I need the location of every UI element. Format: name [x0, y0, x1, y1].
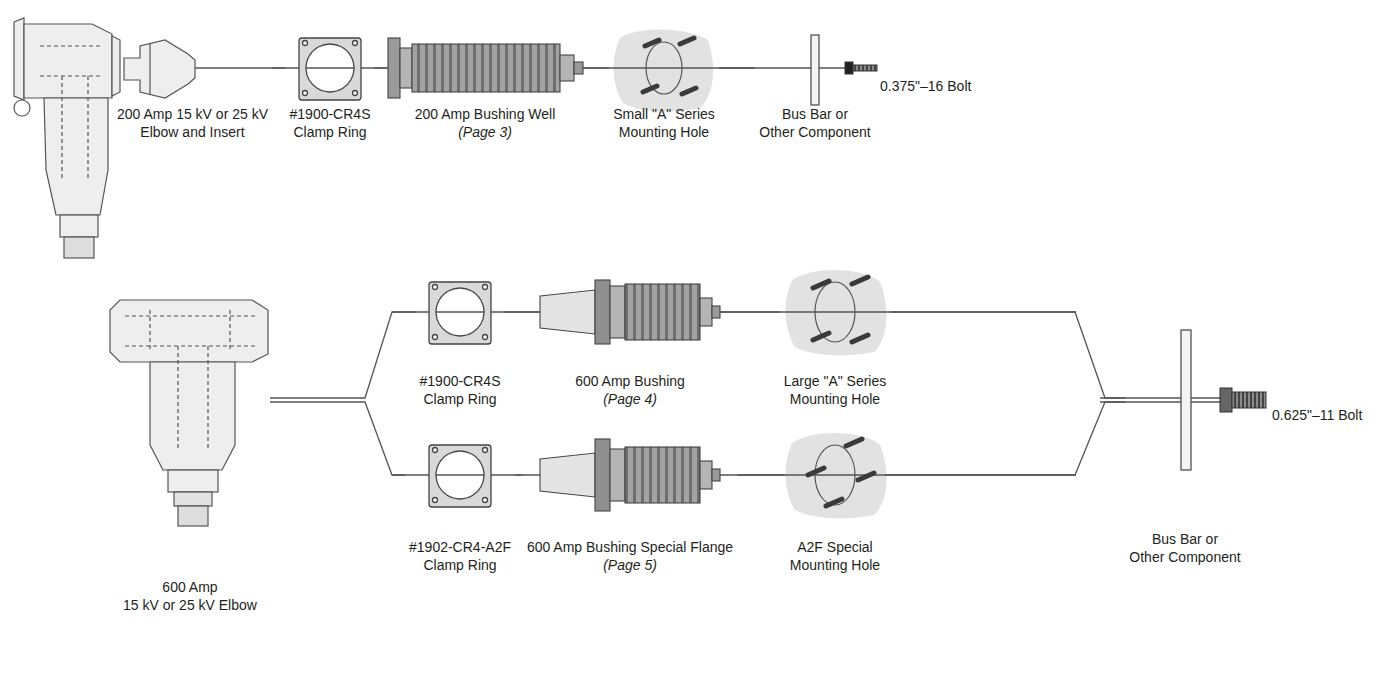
component-node: 600 Amp 15 kV or 25 kV Elbow: [110, 285, 270, 614]
bushing-600a: [540, 280, 720, 344]
component-caption: Small "A" Series Mounting Hole: [613, 105, 715, 141]
component-node: Large "A" Series Mounting Hole: [780, 275, 891, 408]
component-caption: #1900-CR4S Clamp Ring: [290, 105, 371, 141]
insert: [124, 40, 195, 98]
bolt-size-label: 0.625"–11 Bolt: [1272, 406, 1362, 424]
elbow-connector-600a: [110, 300, 268, 526]
component-node: 600 Amp Bushing Special Flange(Page 5): [523, 438, 738, 574]
component-node: 600 Amp Bushing(Page 4): [539, 278, 721, 408]
component-node: #1902-CR4-A2F Clamp Ring: [405, 442, 515, 574]
connector-line: [719, 67, 755, 68]
component-caption: Bus Bar or Other Component: [759, 105, 870, 141]
assembly-axis-line: [195, 68, 1222, 475]
component-caption: 600 Amp Bushing: [575, 372, 685, 390]
component-node: Bus Bar or Other Component: [1125, 325, 1245, 566]
component-node: 200 Amp 15 kV or 25 kV Elbow and Insert: [8, 5, 272, 141]
component-node: #1900-CR4S Clamp Ring: [416, 280, 505, 408]
component-node: A2F Special Mounting Hole: [785, 440, 885, 574]
component-caption: #1902-CR4-A2F Clamp Ring: [409, 538, 511, 574]
component-node: Small "A" Series Mounting Hole: [609, 30, 719, 141]
component-caption: Large "A" Series Mounting Hole: [784, 372, 887, 408]
page-reference: (Page 5): [603, 556, 657, 574]
bushing-special-flange: [540, 439, 720, 511]
connector-line: [891, 312, 1126, 398]
connector-line: [270, 402, 405, 475]
component-caption: Bus Bar or Other Component: [1129, 530, 1240, 566]
component-caption: A2F Special Mounting Hole: [790, 538, 880, 574]
component-node: #1900-CR4S Clamp Ring: [286, 36, 375, 141]
connector-line: [515, 474, 523, 475]
bolt-size-label: 0.375"–16 Bolt: [880, 77, 971, 95]
connector-line: [721, 311, 780, 312]
connector-line: [885, 402, 1125, 475]
elbow-connector-200a: [14, 18, 120, 258]
component-caption: 200 Amp Bushing Well: [415, 105, 556, 123]
bolt: [845, 62, 1266, 412]
component-caption: #1900-CR4S Clamp Ring: [420, 372, 501, 408]
page-reference: (Page 4): [603, 390, 657, 408]
mounting-plate: [614, 30, 887, 519]
connector-line: [375, 67, 388, 68]
page-reference: (Page 3): [458, 123, 512, 141]
connector-line: [583, 67, 610, 68]
connector-line: [505, 311, 540, 312]
component-caption: 600 Amp Bushing Special Flange: [527, 538, 733, 556]
component-node: 200 Amp Bushing Well(Page 3): [388, 36, 583, 141]
connector-line: [272, 67, 286, 68]
component-node: Bus Bar or Other Component: [755, 30, 875, 141]
connector-line: [270, 312, 416, 398]
component-caption: 200 Amp 15 kV or 25 kV Elbow and Insert: [117, 105, 268, 141]
connector-line: [738, 474, 786, 475]
bushing-well: [388, 38, 583, 98]
component-caption: 600 Amp 15 kV or 25 kV Elbow: [123, 578, 257, 614]
